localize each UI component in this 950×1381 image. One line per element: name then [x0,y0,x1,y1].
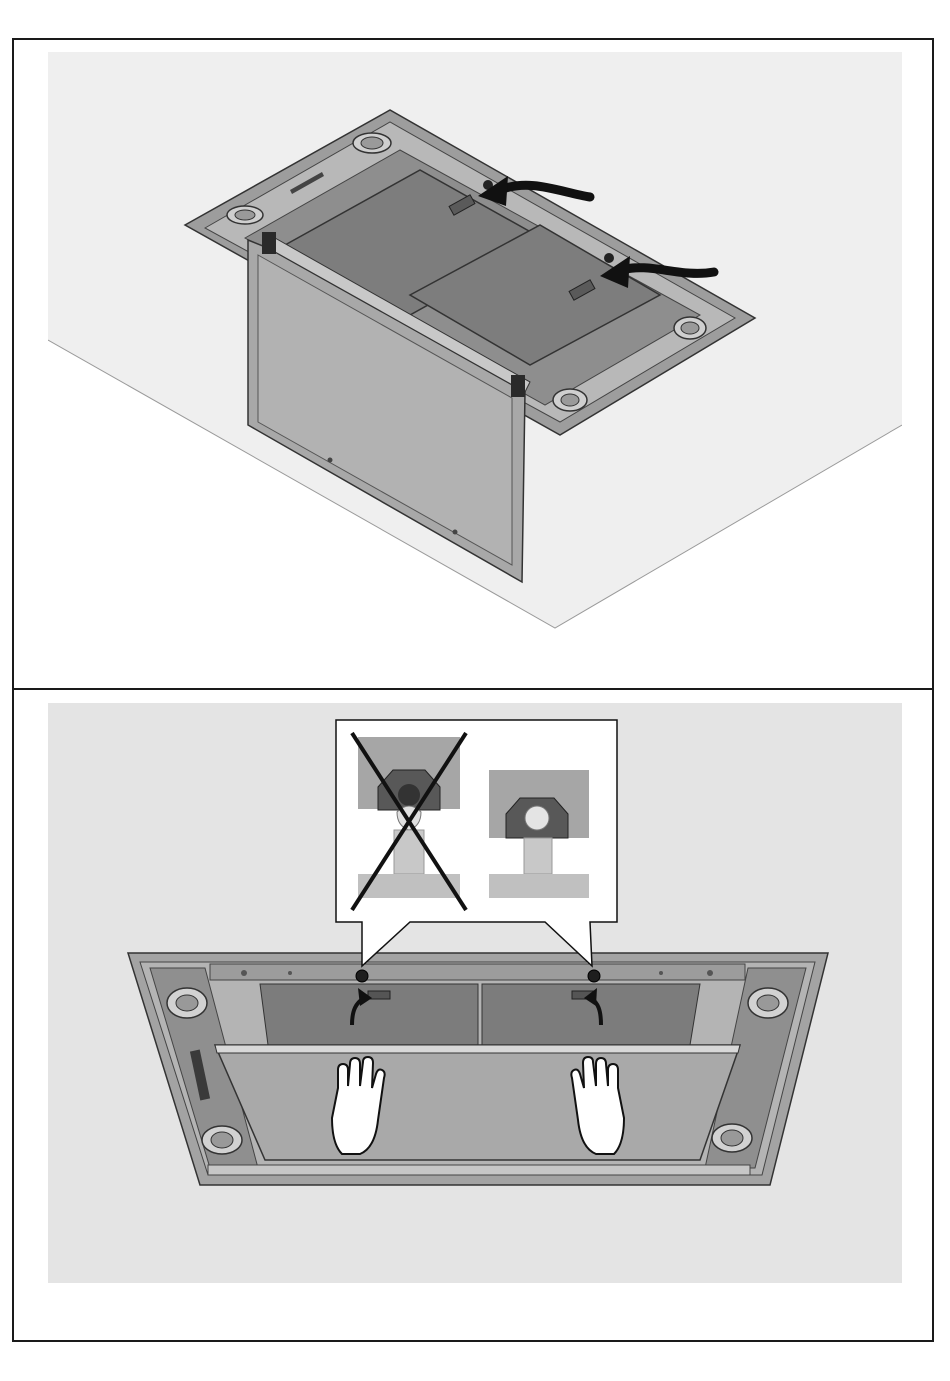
hinged-panel [208,1045,750,1175]
catch-icon [356,970,368,982]
correct-fit-detail [489,770,589,898]
figure-2-panel [48,703,902,1283]
hinge-icon [262,232,276,254]
figure-1-illustration [48,52,902,678]
figure-1-panel [48,52,902,678]
hinge-icon [511,375,525,397]
catch-detail-callout [336,720,617,966]
figure-2-illustration [48,703,902,1283]
catch-icon [588,970,600,982]
catch-icon [604,253,614,263]
figure-divider [12,688,934,690]
